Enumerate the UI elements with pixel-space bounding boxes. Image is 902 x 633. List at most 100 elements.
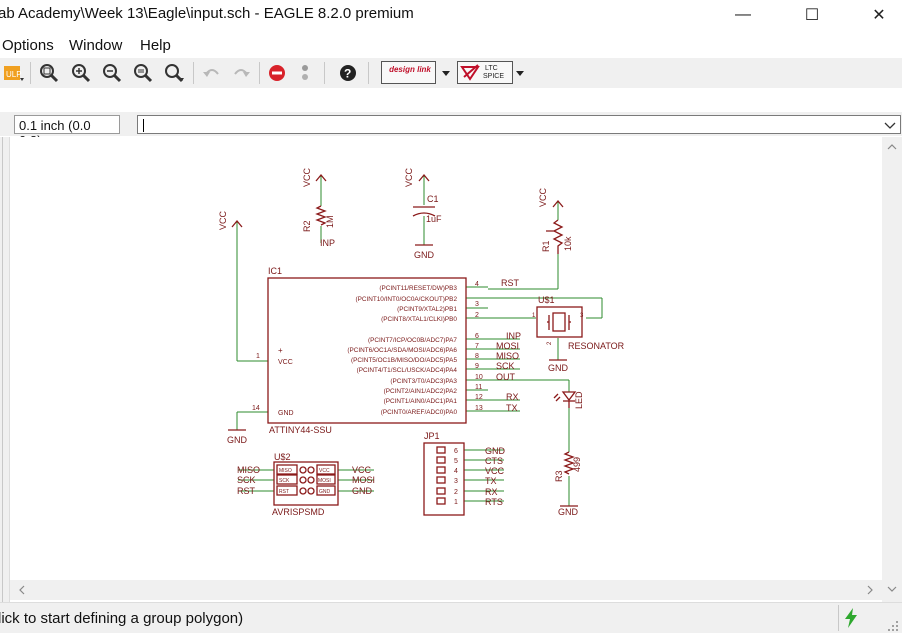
menu-help[interactable]: Help (140, 37, 171, 54)
maximize-button[interactable]: ☐ (789, 0, 835, 30)
svg-text:?: ? (344, 67, 351, 81)
jp1-pin2: 2 (454, 489, 458, 496)
ic1-pin-pa6: (PCINT6/OC1A/SDA/MOSI/ADC6)PA6 (347, 347, 457, 354)
maximize-icon: ☐ (804, 7, 820, 24)
r2-value: 1M (325, 215, 335, 228)
jp1-pin6: 6 (454, 448, 458, 455)
ulp-button[interactable]: ULP (2, 62, 24, 84)
status-bar: lick to start defining a group polygon) (0, 602, 902, 633)
title-bar: ab Academy\Week 13\Eagle\input.sch - EAG… (0, 0, 902, 30)
u1-pin1: 1 (532, 313, 536, 319)
net-wires (236, 176, 603, 506)
zoom-fit-button[interactable] (38, 62, 60, 84)
u2-net-sck: SCK (237, 475, 256, 485)
chevron-down-icon (516, 71, 524, 76)
ic1-pinnum-13: 13 (475, 405, 483, 412)
ulp-icon: ULP (4, 66, 24, 81)
ic1-pin-pa5: (PCINT5/OC1B/MISO/DO/ADC5)PA5 (351, 357, 458, 364)
close-button[interactable]: ✕ (856, 0, 902, 30)
led-name: LED (574, 391, 584, 409)
net-mosi-label: MOSI (496, 341, 519, 351)
u2-net-mosi: MOSI (352, 475, 375, 485)
stop-button[interactable] (266, 62, 288, 84)
u2-pin-miso: MISO (279, 468, 292, 474)
grid-coordinate-readout: 0.1 inch (0.0 0.8) (14, 115, 120, 148)
status-message: lick to start defining a group polygon) (0, 610, 244, 627)
undo-button[interactable] (200, 62, 222, 84)
ic1-pin-pa4: (PCINT4/T1/SCL/USCK/ADC4)PA4 (357, 367, 458, 374)
menu-window[interactable]: Window (69, 37, 123, 54)
ltspice-dropdown[interactable] (512, 62, 534, 84)
jp1-pin3: 3 (454, 478, 458, 485)
ic1-pin1-dot: + (278, 346, 283, 355)
jp1-net-rts: RTS (485, 497, 503, 507)
resize-grip-icon[interactable] (886, 619, 900, 633)
chevron-down-icon[interactable] (882, 117, 898, 133)
u1-name: U$1 (538, 295, 555, 305)
chevron-down-icon (442, 71, 450, 76)
ic1-pinnum-10: 10 (475, 374, 483, 381)
scroll-left-icon[interactable] (14, 580, 30, 600)
horizontal-scrollbar[interactable] (10, 580, 882, 600)
ic1-pin-gnd: GND (278, 410, 294, 417)
ltspice-label-top: LTC (485, 65, 498, 72)
ic1-pin-pa3: (PCINT3/T0/ADC3)PA3 (390, 378, 457, 385)
jp1-name: JP1 (424, 431, 440, 441)
lightning-icon[interactable] (842, 607, 860, 629)
help-button[interactable]: ? (337, 62, 359, 84)
zoom-redraw-icon (134, 64, 153, 83)
u1-pin3: 3 (580, 313, 584, 319)
net-tx-label: TX (506, 403, 518, 413)
c1-vcc-label: VCC (404, 167, 414, 187)
design-link-button[interactable]: design link (381, 61, 436, 84)
design-link-dropdown[interactable] (438, 62, 460, 84)
jp1-net-rx: RX (485, 487, 498, 497)
redo-icon (234, 69, 250, 77)
r2-vcc-label: VCC (302, 167, 312, 187)
vertical-scrollbar[interactable] (882, 137, 902, 602)
stop-icon (269, 65, 285, 81)
zoom-redraw-button[interactable] (132, 62, 154, 84)
net-out-label: OUT (496, 372, 516, 382)
u1-value: RESONATOR (568, 341, 625, 351)
zoom-in-button[interactable] (70, 62, 92, 84)
ic1-value: ATTINY44-SSU (269, 425, 332, 435)
c1-name: C1 (427, 194, 439, 204)
undo-icon (203, 69, 219, 77)
zoom-out-button[interactable] (101, 62, 123, 84)
scroll-down-icon[interactable] (882, 581, 902, 597)
u2-value: AVRISPSMD (272, 507, 325, 517)
ic1-pin-pb1: (PCINT9/XTAL2)PB1 (397, 306, 457, 313)
ic1-pinnum-12: 12 (475, 394, 483, 401)
ic1-gnd-supply-label: GND (227, 435, 248, 445)
schematic-canvas[interactable]: VCC VCC VCC VCC R2 1M INP C1 1uF GND R1 … (10, 137, 882, 580)
u2-pin-mosi: MOSI (318, 478, 331, 484)
scroll-up-icon[interactable] (882, 139, 902, 155)
redo-button[interactable] (231, 62, 253, 84)
u2-pin-sck: SCK (279, 478, 290, 484)
design-link-label: design link (389, 65, 431, 74)
jp1-pin4: 4 (454, 468, 458, 475)
ic1-pinnum-3: 3 (475, 301, 479, 308)
r1-vcc-label: VCC (538, 187, 548, 207)
u2-net-rst: RST (237, 486, 256, 496)
go-button[interactable] (294, 62, 316, 84)
zoom-in-icon (72, 64, 91, 83)
scroll-right-icon[interactable] (862, 580, 878, 600)
ic1-pinnum-7: 7 (475, 343, 479, 350)
close-icon: ✕ (872, 7, 886, 24)
zoom-fit-icon (40, 64, 59, 83)
command-row: 0.1 inch (0.0 0.8) (0, 112, 902, 148)
ic1-pinnum-4: 4 (475, 281, 479, 288)
schematic-labels: VCC VCC VCC VCC R2 1M INP C1 1uF GND R1 … (218, 167, 625, 517)
zoom-select-button[interactable] (163, 62, 185, 84)
jp1-net-gnd: GND (485, 446, 506, 456)
net-sck-label: SCK (496, 361, 515, 371)
r3-value: 499 (572, 457, 582, 472)
menu-options[interactable]: Options (2, 37, 54, 54)
ltspice-button[interactable]: LTC SPICE (457, 61, 513, 84)
minimize-button[interactable]: — (720, 0, 766, 30)
u2-name: U$2 (274, 452, 291, 462)
ic1-pin-pb0: (PCINT8/XTAL1/CLKI)PB0 (381, 316, 457, 323)
command-line-input[interactable] (137, 115, 901, 134)
